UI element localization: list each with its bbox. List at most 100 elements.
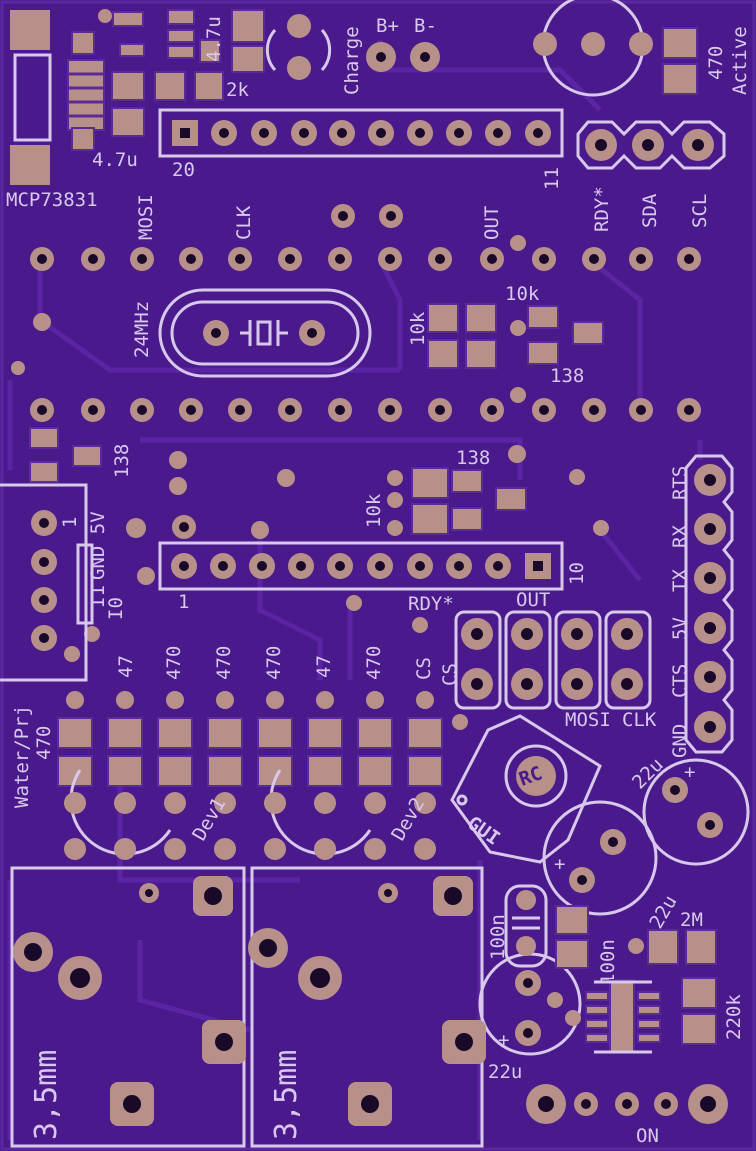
label-pin1: 1 <box>178 591 189 613</box>
smd-pad <box>231 45 265 73</box>
label-gnd5v: GND 5V <box>87 511 109 580</box>
label-r10k-a: 10k <box>505 283 540 305</box>
label-tx: TX <box>669 569 691 592</box>
via <box>387 470 403 486</box>
vias <box>11 204 526 403</box>
header-top-pins <box>172 120 551 146</box>
regulator-chip <box>585 979 661 1054</box>
led-outline <box>265 29 277 71</box>
smd-pad <box>29 427 59 449</box>
smd-pad <box>112 11 144 27</box>
label-r10k-b: 10k <box>407 311 429 346</box>
mcp-outline <box>13 53 52 142</box>
jack-a <box>10 866 246 1148</box>
label-r470-bb: 470 <box>263 646 285 680</box>
via <box>387 520 403 536</box>
power-switch[interactable] <box>526 1084 728 1124</box>
header-bottom-outline <box>158 541 564 591</box>
smd-pad <box>662 63 698 95</box>
via <box>569 469 585 485</box>
label-r47-b: 47 <box>313 655 335 678</box>
label-c100n-b: 100n <box>597 939 619 985</box>
crystal-symbol <box>240 320 288 346</box>
crystal-outline-outer <box>158 288 372 378</box>
label-r470-c: 470 <box>363 646 385 680</box>
led-pad <box>629 32 653 56</box>
smd-pad <box>465 303 497 333</box>
jack-b <box>248 866 486 1148</box>
label-bplus: B+ <box>376 15 399 37</box>
cap-pad <box>516 936 536 956</box>
label-pin10: 10 <box>566 562 588 585</box>
via <box>64 646 80 662</box>
smd-pad <box>465 339 497 369</box>
smd-pad <box>111 107 145 137</box>
label-138-b: 138 <box>111 444 133 478</box>
resistor-pads <box>57 717 443 787</box>
label-138-a: 138 <box>550 365 584 387</box>
via <box>126 518 146 538</box>
label-r2k: 2k <box>226 79 249 101</box>
label-r10k-c: 10k <box>363 493 385 528</box>
via <box>251 521 269 539</box>
smd-pad <box>411 467 449 499</box>
label-on: ON <box>636 1125 659 1147</box>
label-jack-a: 3,5mm <box>29 1050 64 1140</box>
mcp-chip <box>67 59 105 131</box>
via <box>628 938 644 954</box>
label-active: Active <box>729 26 751 95</box>
cap-100n-outline <box>504 884 548 968</box>
connector-key <box>76 543 94 625</box>
label-rdy-mid: RDY* <box>408 593 454 615</box>
label-mcp73831: MCP73831 <box>6 189 98 211</box>
uart-header <box>684 454 734 754</box>
smd-pad <box>555 905 589 935</box>
label-cs: CS <box>439 663 461 686</box>
via <box>277 469 295 487</box>
crystal-outline-inner <box>170 300 360 366</box>
label-water: Water/Prj <box>11 705 33 808</box>
label-mosi-bot: MOSI <box>565 709 611 731</box>
charger-square-pad-bottom <box>10 145 50 185</box>
smd-pad <box>647 929 679 965</box>
transistor-dev2-outline <box>269 769 372 856</box>
led-pad <box>581 32 605 56</box>
smd-pad <box>71 31 95 55</box>
smd-pad <box>681 977 717 1009</box>
label-c100n-a: 100n <box>487 914 509 960</box>
rc-switch <box>450 714 602 864</box>
spi-headers <box>454 610 652 710</box>
label-r2m: 2M <box>680 909 703 931</box>
label-scl: SCL <box>689 194 711 228</box>
water-connector-pins <box>31 510 57 651</box>
header-bottom-pins <box>171 553 551 579</box>
via <box>169 451 187 469</box>
cap-pad <box>516 890 536 910</box>
smd-pad <box>495 487 527 511</box>
smd-pad <box>662 27 698 59</box>
transistor-dev1-outline <box>69 769 172 856</box>
via <box>387 492 403 508</box>
via <box>169 477 187 495</box>
charger-square-pad <box>10 10 50 50</box>
label-r470-top: 470 <box>705 46 727 80</box>
smd-pad <box>411 503 449 535</box>
led-pad <box>287 56 311 80</box>
smd-pad <box>681 1013 717 1045</box>
label-clk-top: CLK <box>233 205 255 240</box>
smd-pad <box>527 305 559 329</box>
header-top-outline <box>158 108 564 158</box>
label-138-c: 138 <box>456 447 490 469</box>
label-bminus: B- <box>414 15 437 37</box>
smd-pad <box>555 939 589 969</box>
water-connector-outline <box>0 483 88 682</box>
label-i0: I0 <box>105 597 127 620</box>
smd-pad <box>451 507 483 531</box>
smd-pad <box>167 9 195 25</box>
smd-pad <box>527 341 559 365</box>
via <box>452 714 468 730</box>
label-w470: 470 <box>33 726 55 760</box>
smd-pad <box>427 303 459 333</box>
